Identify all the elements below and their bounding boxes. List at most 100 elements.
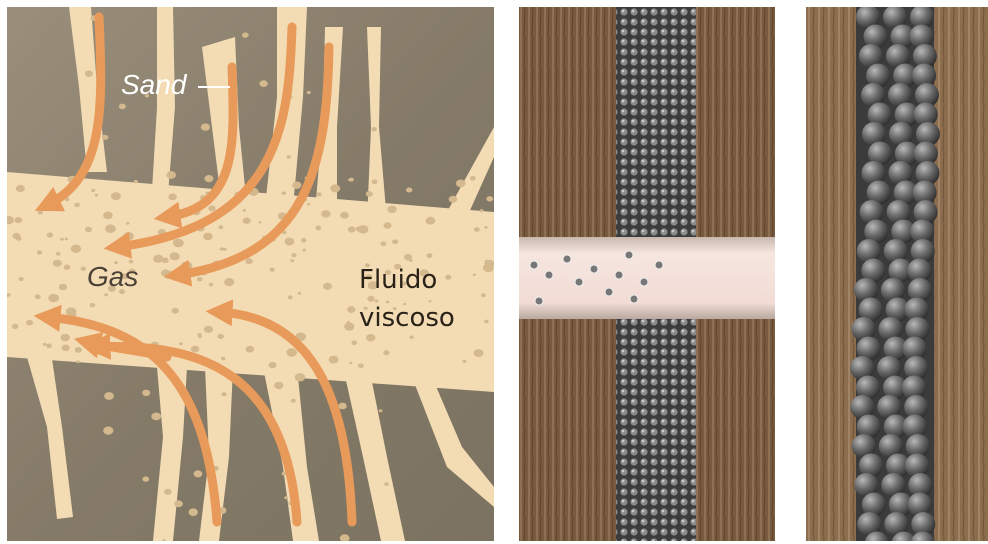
sand-grain [449,196,458,203]
sand-grain [381,242,387,247]
sand-grain [291,399,296,403]
sand-grain [287,155,291,158]
sand-grain [358,225,368,233]
sand-grain [172,308,179,314]
propped-fracture-panel [519,7,775,541]
sand-grain [351,340,357,345]
sand-grain [379,409,383,412]
sand-grain [179,342,183,345]
sand-grain [35,294,41,299]
sand-grain [142,390,150,396]
sand-grain [60,238,64,241]
sand-grain [427,253,433,258]
sand-grain [473,273,476,276]
sand-grain [204,175,213,182]
sand-grain [220,247,224,250]
sand-grain [111,192,121,200]
sand-grain [56,252,61,256]
sand-grain [384,222,392,228]
sand-grain [164,489,172,495]
wellbore-pipe [519,237,775,319]
proppant-closeup-illustration [806,7,988,541]
propped-fracture-illustration [519,7,775,541]
sand-grain [37,250,42,254]
sand-grain [462,360,466,363]
sand-grain [348,226,356,232]
sand-grain [298,292,302,295]
sand-grain [198,335,202,338]
sand-grain [90,303,95,307]
sand-grain [38,210,43,214]
sand-grain [349,362,352,364]
sand-grain [274,382,283,389]
sand-grain [65,238,68,241]
sand-grain [76,360,80,363]
sand-grain [285,238,295,246]
sand-grain [91,189,95,192]
sand-grain [259,221,262,223]
sand-grain [47,232,53,237]
sand-grain [104,293,108,296]
sand-grain [338,403,346,410]
sand-grain [484,226,487,229]
sand-grain [217,334,224,339]
sand-grain [173,239,184,248]
sand-grain [290,259,294,262]
sand-grain [119,104,126,110]
sand-grain [85,71,93,77]
sand-grain [191,346,200,353]
sand-grain [302,249,306,252]
sand-grain [168,194,176,201]
sand-grain [372,179,378,184]
sand-grain [307,203,310,206]
sand-grain [387,206,396,213]
sand-grain [189,508,198,516]
sand-grain [246,346,254,353]
sand-grain [204,326,213,333]
sand-grain [75,347,82,353]
sand-grain [74,203,80,208]
sand-grain [284,496,288,499]
sand-grain [301,238,307,243]
sand-grain [383,350,389,355]
sand-grain [474,227,480,232]
sand-grain [219,225,224,229]
sand-grain [62,345,70,352]
sand-grain [307,91,311,94]
sand-grain [348,178,352,181]
sand-grain [426,217,436,225]
sand-grain [323,283,332,290]
sand-grain [197,277,203,282]
sand-grain [384,482,389,486]
sand-grain [406,188,412,193]
sand-grain [123,232,133,240]
proppant-closeup-panel [806,7,988,541]
sand-grain [483,264,494,273]
sand-grain [201,123,210,130]
sand-grain [269,362,277,368]
sand-grain [126,222,129,225]
sand-grain [209,283,213,287]
gas-label: Gas [87,261,138,293]
sand-grain [151,413,161,421]
sand-grain [366,191,373,197]
sand-grain [224,278,234,286]
sand-grain [12,233,20,239]
sand-grain [53,260,62,267]
sand-grain [163,271,173,279]
sand-grain [456,180,466,188]
sand-grain [358,364,364,369]
sand-grain [15,217,23,223]
sand-grain [321,210,330,217]
sand-grain [221,357,226,361]
sand-grain [64,265,71,270]
sand-grain [61,334,70,342]
sand-grain [315,226,321,231]
sand-grain [243,209,246,212]
sand-grain [174,500,183,507]
sand-grain [46,344,52,349]
sand-grain [66,307,77,316]
sand-grain [43,343,47,346]
sand-grain [347,306,355,313]
sand-grain [392,239,398,244]
